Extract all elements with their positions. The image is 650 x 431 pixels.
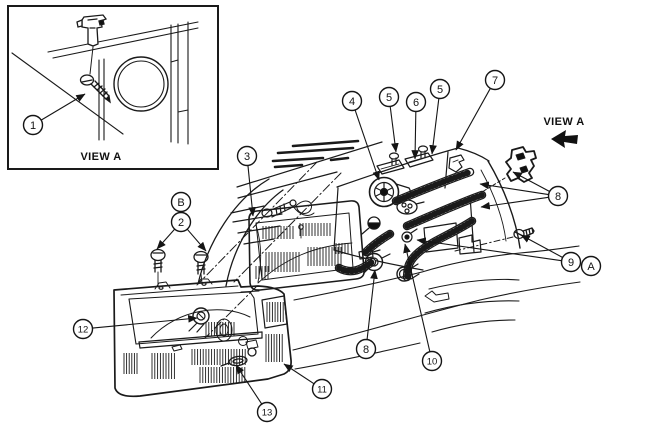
callout-number: A (587, 261, 595, 273)
callout-number: 8 (555, 191, 561, 203)
parklamp-housing (113, 278, 292, 398)
bulb-retainer-ring (368, 176, 411, 208)
callout-number: 10 (427, 356, 438, 367)
leader-line (403, 243, 431, 352)
callout-1: 1 (22, 93, 86, 136)
bumper-valance-curves (292, 245, 581, 370)
hood-bumper-bracket (448, 154, 465, 173)
callout-number: 8 (363, 344, 369, 356)
inset-view-a-label: VIEW A (80, 151, 121, 163)
callout-12: 12 (72, 315, 198, 340)
inset-panel-lines (11, 21, 199, 145)
headlamp-opening-circle (113, 56, 169, 112)
view-a-direction-label: VIEW A (543, 116, 584, 128)
screws-2 (150, 248, 209, 287)
callout-3: 3 (236, 145, 258, 217)
harness-connector (396, 199, 425, 215)
leader-line (520, 234, 563, 258)
inset-view-a-box (7, 5, 219, 170)
leader-line (283, 363, 315, 385)
callout-number: 6 (413, 97, 419, 109)
screw-2-left (150, 248, 166, 287)
bulb-socket-10 (396, 263, 420, 282)
headlamp-bulb (261, 199, 315, 218)
callout-13: 13 (235, 364, 278, 423)
leader-line (455, 88, 491, 151)
leader-line (247, 165, 256, 217)
lens-flute-hatching (123, 223, 349, 383)
hood-edge-lines (230, 139, 383, 245)
leader-line (480, 196, 549, 210)
leader-line (235, 364, 263, 405)
callout-A: A (580, 255, 602, 277)
callout-number: 7 (492, 75, 498, 87)
callout-number: 9 (568, 257, 574, 269)
callout-number: 1 (30, 120, 36, 132)
leader-line (416, 237, 562, 262)
headlamp-lens-assembly (248, 200, 381, 291)
leader-line (479, 181, 549, 196)
bulb-holder (361, 216, 381, 235)
callout-number: 11 (317, 384, 327, 395)
callout-number: 13 (262, 407, 273, 418)
callout-10: 10 (403, 243, 443, 372)
callout-6: 6 (405, 91, 427, 160)
socket-on-panel (401, 228, 418, 243)
callout-11: 11 (283, 363, 333, 400)
callout-5: 5 (429, 78, 451, 155)
callout-8: 8 (479, 171, 569, 210)
screw-2-right (193, 250, 209, 284)
leader-line (429, 98, 440, 155)
grille-shadow-strokes (271, 139, 360, 169)
screw-inset (79, 74, 111, 104)
callout-number: 12 (78, 324, 89, 335)
phantom-alignment-lines (198, 161, 342, 339)
callout-7: 7 (455, 69, 506, 151)
callout-B: B (170, 191, 192, 213)
mounting-tab-2 (404, 145, 434, 168)
leader-line (512, 171, 550, 193)
retaining-clip-inset (76, 14, 108, 75)
callout-number: 3 (244, 151, 250, 163)
leader-line (389, 106, 399, 153)
leader-line (186, 228, 207, 252)
push-in-clip (481, 146, 537, 193)
callout-number: 5 (386, 92, 392, 104)
leader-line (354, 109, 380, 181)
callout-number: 4 (349, 96, 355, 108)
mounting-tab-1 (376, 152, 405, 175)
callout-4: 4 (341, 90, 380, 181)
leader-line (366, 269, 378, 340)
callout-9: 9 (416, 234, 582, 273)
callout-8: 8 (355, 269, 378, 360)
callout-number: 5 (437, 84, 443, 96)
leader-line (156, 228, 176, 250)
leader-line (40, 93, 86, 121)
callout-2: 2 (156, 211, 207, 252)
callout-number: 2 (178, 217, 184, 229)
leader-line (411, 111, 420, 160)
leader-line (92, 315, 198, 329)
view-a-direction-arrow-icon (551, 130, 578, 148)
callout-5: 5 (378, 86, 400, 153)
callout-number: B (177, 197, 184, 209)
callouts-layer: 1B 2 3 4 5 6 5 7 8 9 A 8 10 11 12 13 (22, 69, 602, 423)
